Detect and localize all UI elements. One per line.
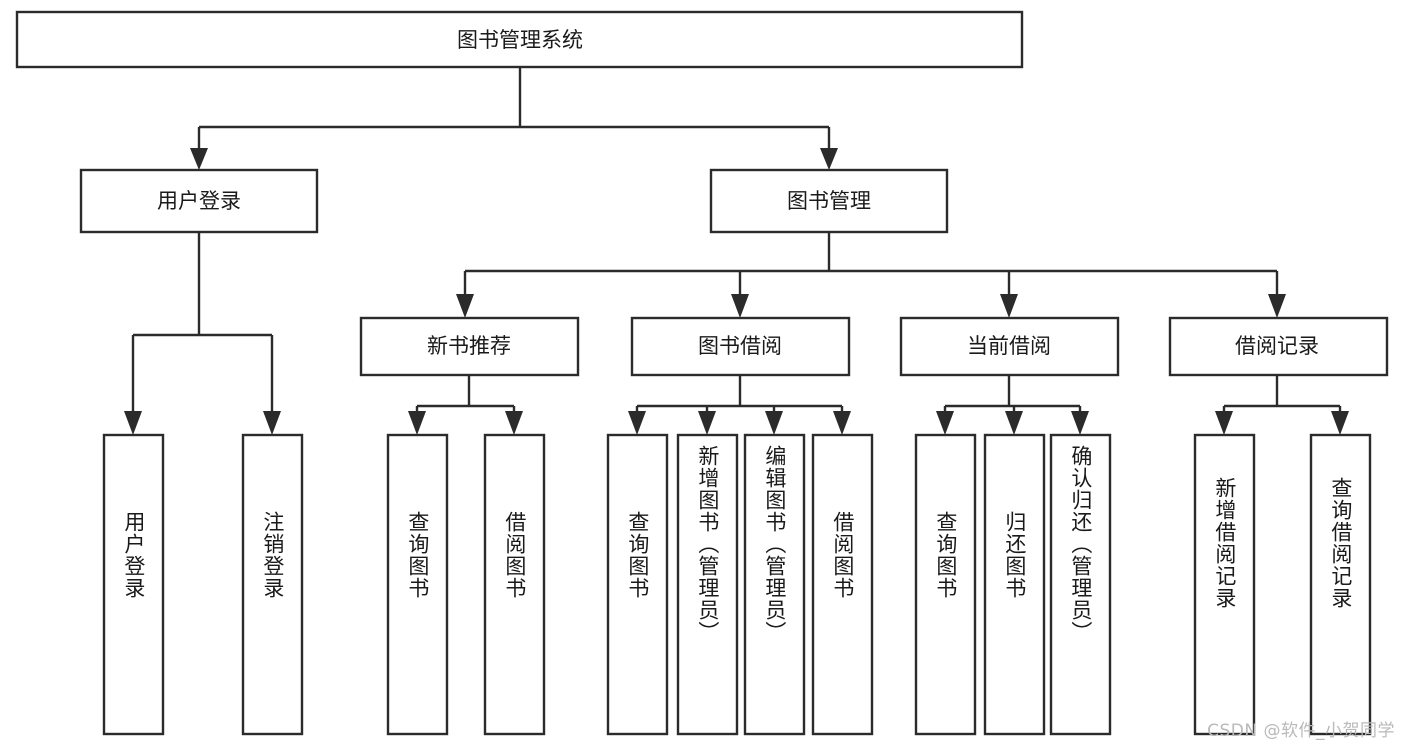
arrow-to-borrow-record — [1268, 294, 1286, 318]
arrow-to-current-borrow — [1000, 294, 1018, 318]
node-book-borrow[interactable] — [630, 316, 851, 377]
node-current-borrow[interactable] — [899, 316, 1120, 377]
node-user-login-label: 用户登录 — [157, 189, 241, 213]
node-layer: 图书管理系统 用户登录 图书管理 新书推荐 图书借阅 当前借阅 借阅记录 — [15, 10, 1389, 736]
node-new-book-recommend-label: 新书推荐 — [427, 334, 511, 358]
arrow-leaf-return-book — [1005, 411, 1023, 435]
arrow-leaf-query-book-3 — [936, 411, 954, 435]
connector-layer — [124, 67, 1349, 435]
watermark-text: CSDN @软件_小贺同学 — [1207, 721, 1395, 741]
leaf-box-borrow-book-1[interactable] — [483, 433, 546, 736]
node-borrow-record[interactable] — [1168, 316, 1389, 377]
leaf-box-query-book-2[interactable] — [606, 433, 669, 736]
arrow-leaf-add-record — [1215, 411, 1233, 435]
leaf-box-query-book-1[interactable] — [386, 433, 449, 736]
arrow-leaf-query-book-2 — [628, 411, 646, 435]
node-current-borrow-label: 当前借阅 — [967, 334, 1051, 358]
arrow-leaf-add-book — [698, 411, 716, 435]
arrow-leaf-edit-book — [765, 411, 783, 435]
leaf-box-add-book[interactable] — [676, 433, 739, 736]
node-book-manage[interactable] — [709, 168, 949, 234]
node-new-book-recommend[interactable] — [359, 316, 580, 377]
arrow-to-new-book — [456, 294, 474, 318]
node-borrow-record-label: 借阅记录 — [1235, 334, 1319, 358]
leaf-box-query-book-3[interactable] — [914, 433, 977, 736]
leaf-box-return-book[interactable] — [983, 433, 1046, 736]
leaf-box-borrow-book-2[interactable] — [811, 433, 874, 736]
arrow-leaf-query-record — [1331, 411, 1349, 435]
arrow-leaf-borrow-book-1 — [505, 411, 523, 435]
node-book-borrow-label: 图书借阅 — [698, 334, 782, 358]
leaf-box-add-record[interactable] — [1193, 433, 1256, 736]
leaf-box-edit-book[interactable] — [743, 433, 806, 736]
arrow-leaf-query-book-1 — [408, 411, 426, 435]
arrow-leaf-confirm-return — [1071, 411, 1089, 435]
arrow-leaf-logout — [263, 411, 281, 435]
arrow-leaf-user-login — [124, 411, 142, 435]
leaf-box-user-login[interactable] — [102, 433, 165, 736]
leaf-box-confirm-return[interactable] — [1049, 433, 1112, 736]
leaf-box-logout[interactable] — [241, 433, 304, 736]
node-root-label: 图书管理系统 — [457, 28, 583, 52]
arrow-leaf-borrow-book-2 — [833, 411, 851, 435]
arrow-to-user-login — [190, 148, 208, 170]
arrow-to-book-borrow — [731, 294, 749, 318]
node-user-login[interactable] — [79, 168, 319, 234]
arrow-to-book-manage — [820, 148, 838, 170]
node-book-manage-label: 图书管理 — [787, 189, 871, 213]
leaf-box-query-record[interactable] — [1309, 433, 1372, 736]
node-root[interactable] — [15, 10, 1024, 69]
